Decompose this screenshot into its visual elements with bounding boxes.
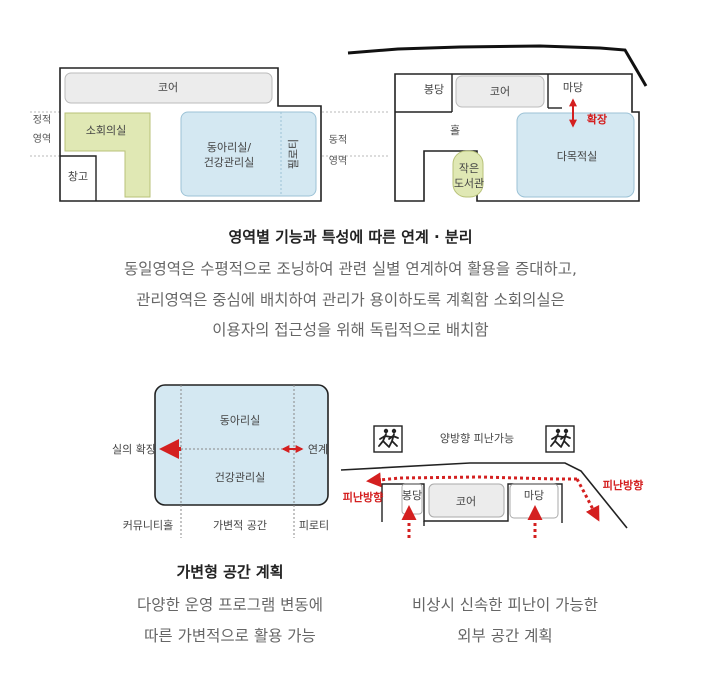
evac-route-right [575, 478, 600, 522]
small-library-area [452, 150, 484, 198]
small-library-label-2: 도서관 [454, 177, 484, 190]
running-person-icon [373, 425, 403, 453]
static-zone-label-1: 정적 [33, 114, 51, 126]
flexible-space-label: 가변적 공간 [213, 519, 267, 532]
bottom-right-caption-line-2: 외부 공간 계획 [457, 627, 553, 645]
evac-direction-label-right: 피난방향 [603, 478, 643, 492]
top-caption-line-1: 동일영역은 수평적으로 조닝하여 관련 실별 연계하여 활용을 증대하고, [124, 260, 577, 278]
dynamic-zone-label-1: 동적 [329, 134, 347, 146]
evac-direction-label-left: 피난방향 [343, 490, 383, 504]
top-caption-title: 영역별 기능과 특성에 따른 연계 · 분리 [228, 228, 473, 246]
hall-label: 홀 [450, 124, 460, 137]
core-box-right [455, 75, 545, 108]
dynamic-zone-label-2: 영역 [329, 155, 347, 167]
static-zone-label-2: 영역 [33, 133, 51, 145]
core-label: 코어 [158, 81, 178, 94]
storage-label: 창고 [68, 170, 88, 183]
office-label-bottom: 봉당 [402, 489, 422, 502]
core-label-bottom: 코어 [456, 495, 476, 508]
piloti-label-bottom: 피로티 [299, 519, 329, 532]
bottom-right-caption-line-1: 비상시 신속한 피난이 가능한 [412, 596, 598, 614]
two-way-evac-label: 양방향 피난가능 [440, 432, 514, 445]
community-hall-label: 커뮤니티홀 [123, 519, 174, 532]
left-floor-plan: 코어 소회의실 동아리실/ 건강관리실 필로티 창고 정적 영역 동적 영역 [30, 67, 390, 202]
club-room-label: 동아리실 [220, 414, 260, 427]
bottom-left-caption-line-2: 따른 가변적으로 활용 가능 [144, 627, 316, 645]
top-caption-line-2: 관리영역은 중심에 배치하여 관리가 용이하도록 계획함 소회의실은 [136, 291, 565, 309]
conference-label: 소회의실 [86, 124, 126, 137]
running-person-icon [545, 425, 575, 453]
club-room-area [180, 111, 317, 197]
evac-route-left [366, 472, 577, 488]
bottom-left-caption-title: 가변형 공간 계획 [176, 563, 284, 581]
expand-label: 확장 [587, 112, 607, 126]
conference-area [64, 112, 151, 198]
flexible-space-diagram: 동아리실 건강관리실 실의 확장 연계 커뮤니티홀 가변적 공간 피로티 [112, 384, 329, 538]
roof-line [347, 44, 648, 87]
top-caption-line-3: 이용자의 접근성을 위해 독립적으로 배치함 [212, 321, 489, 339]
storage-wall [60, 155, 97, 201]
multipurpose-label: 다목적실 [557, 150, 597, 163]
office-label: 봉당 [424, 83, 444, 96]
club-room-label-2: 건강관리실 [204, 156, 255, 169]
core-label-right: 코어 [490, 85, 510, 98]
bottom-roof-line [340, 462, 628, 529]
evacuation-diagram: 양방향 피난가능 봉당 코어 마당 피난방향 피난방향 [340, 425, 643, 538]
multipurpose-area [516, 112, 635, 198]
bottom-left-caption-line-1: 다양한 운영 프로그램 변동에 [137, 596, 323, 614]
right-floor-plan: 봉당 코어 마당 홀 작은 도서관 다목적실 확장 [347, 44, 648, 202]
small-library-label-1: 작은 [459, 162, 479, 175]
health-room-label: 건강관리실 [215, 471, 266, 484]
expand-room-label: 실의 확장 [112, 443, 156, 456]
piloti-label: 필로티 [287, 139, 300, 169]
flexible-room-box [154, 384, 329, 506]
core-box [64, 72, 273, 104]
core-box-bottom [428, 483, 505, 518]
club-room-label-1: 동아리실/ [207, 141, 251, 154]
yard-label: 마당 [563, 81, 583, 94]
link-label: 연계 [308, 443, 328, 456]
yard-label-bottom: 마당 [524, 489, 544, 502]
